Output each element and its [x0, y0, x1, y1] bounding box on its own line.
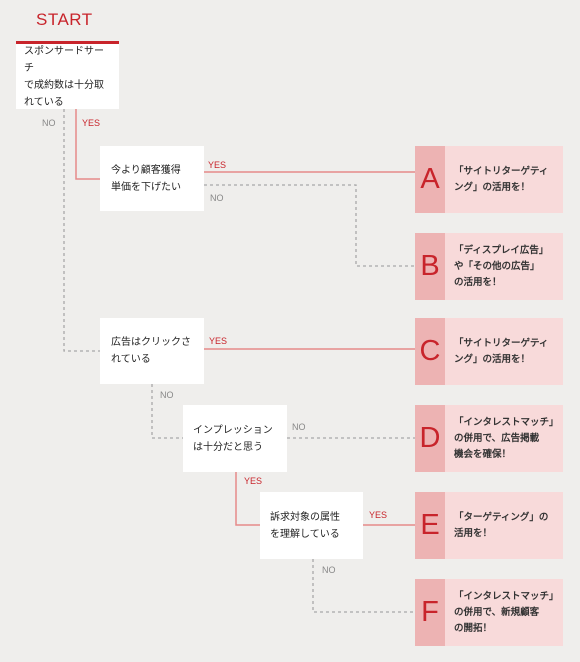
question-2-line: 単価を下げたい — [111, 181, 181, 193]
question-1-line: スポンサードサーチ — [24, 45, 104, 74]
result-b-line: の活用を！ — [454, 276, 502, 288]
result-text: 「ディスプレイ広告」 や「その他の広告」 の活用を！ — [445, 233, 563, 300]
question-4-line: インプレッション — [193, 424, 273, 436]
no-label: NO — [210, 193, 224, 203]
result-text: 「ターゲティング」の 活用を！ — [445, 492, 563, 559]
result-e-line: 「ターゲティング」の — [454, 511, 549, 523]
question-box-4: インプレッション は十分だと思う — [183, 405, 287, 472]
result-a: A 「サイトリターゲティ ング」の活用を！ — [415, 146, 563, 213]
result-f-line: の開拓！ — [454, 622, 493, 634]
result-c-line: ング」の活用を！ — [454, 353, 531, 365]
no-path-q3-q4 — [151, 384, 183, 439]
question-5-line: を理解している — [270, 528, 340, 540]
question-3-line: れている — [111, 354, 151, 365]
yes-label: YES — [369, 510, 388, 520]
result-letter: D — [415, 405, 445, 472]
question-box-2: 今より顧客獲得 単価を下げたい — [100, 146, 204, 211]
question-box-1: スポンサードサーチ で成約数は十分取 れている — [16, 44, 119, 109]
no-path-q5-f — [312, 559, 415, 613]
no-label: NO — [160, 390, 174, 400]
result-f: F 「インタレストマッチ」 の併用で、新規顧客 の開拓！ — [415, 579, 563, 646]
no-label: NO — [42, 118, 56, 128]
result-letter: B — [415, 233, 445, 300]
yes-label: YES — [82, 118, 101, 128]
question-5-line: 訴求対象の属性 — [270, 511, 340, 523]
yes-path-q4-q5 — [235, 472, 260, 526]
result-f-line: の併用で、新規顧客 — [454, 606, 540, 618]
result-b: B 「ディスプレイ広告」 や「その他の広告」 の活用を！ — [415, 233, 563, 300]
result-a-line: ング」の活用を！ — [454, 181, 531, 193]
result-e-line: 活用を！ — [454, 527, 493, 539]
result-f-line: 「インタレストマッチ」 — [454, 590, 559, 602]
no-label: NO — [292, 422, 306, 432]
yes-label: YES — [209, 336, 228, 346]
no-label: NO — [322, 565, 336, 575]
result-text: 「インタレストマッチ」 の併用で、新規顧客 の開拓！ — [445, 579, 563, 646]
result-letter: E — [415, 492, 445, 559]
result-b-line: や「その他の広告」 — [454, 260, 540, 272]
question-box-5: 訴求対象の属性 を理解している — [260, 492, 363, 559]
result-letter: F — [415, 579, 445, 646]
result-letter: A — [415, 146, 445, 213]
question-4-line: は十分だと思う — [193, 441, 263, 453]
yes-label: YES — [244, 476, 263, 486]
no-path-q1-q3 — [63, 109, 100, 352]
yes-label: YES — [208, 160, 227, 170]
result-b-line: 「ディスプレイ広告」 — [454, 244, 549, 256]
result-letter: C — [415, 318, 445, 385]
result-d: D 「インタレストマッチ」 の併用で、広告掲載 機会を確保！ — [415, 405, 563, 472]
yes-path-q1-q2 — [75, 109, 100, 180]
result-d-line: 「インタレストマッチ」 — [454, 416, 559, 428]
result-text: 「サイトリターゲティ ング」の活用を！ — [445, 318, 563, 385]
result-text: 「サイトリターゲティ ング」の活用を！ — [445, 146, 563, 213]
question-3-line: 広告はクリックさ — [111, 337, 191, 348]
result-c: C 「サイトリターゲティ ング」の活用を！ — [415, 318, 563, 385]
start-title: START — [36, 10, 93, 29]
question-box-3: 広告はクリックさ れている — [100, 318, 204, 384]
result-e: E 「ターゲティング」の 活用を！ — [415, 492, 563, 559]
result-text: 「インタレストマッチ」 の併用で、広告掲載 機会を確保！ — [445, 405, 563, 472]
result-c-line: 「サイトリターゲティ — [454, 337, 549, 349]
result-a-line: 「サイトリターゲティ — [454, 165, 549, 177]
result-d-line: 機会を確保！ — [454, 448, 512, 460]
no-path-q2-b — [204, 184, 415, 267]
question-1-line: で成約数は十分取 — [24, 79, 104, 91]
question-2-line: 今より顧客獲得 — [111, 164, 181, 176]
question-1-line: れている — [24, 96, 64, 108]
result-d-line: の併用で、広告掲載 — [454, 432, 540, 444]
